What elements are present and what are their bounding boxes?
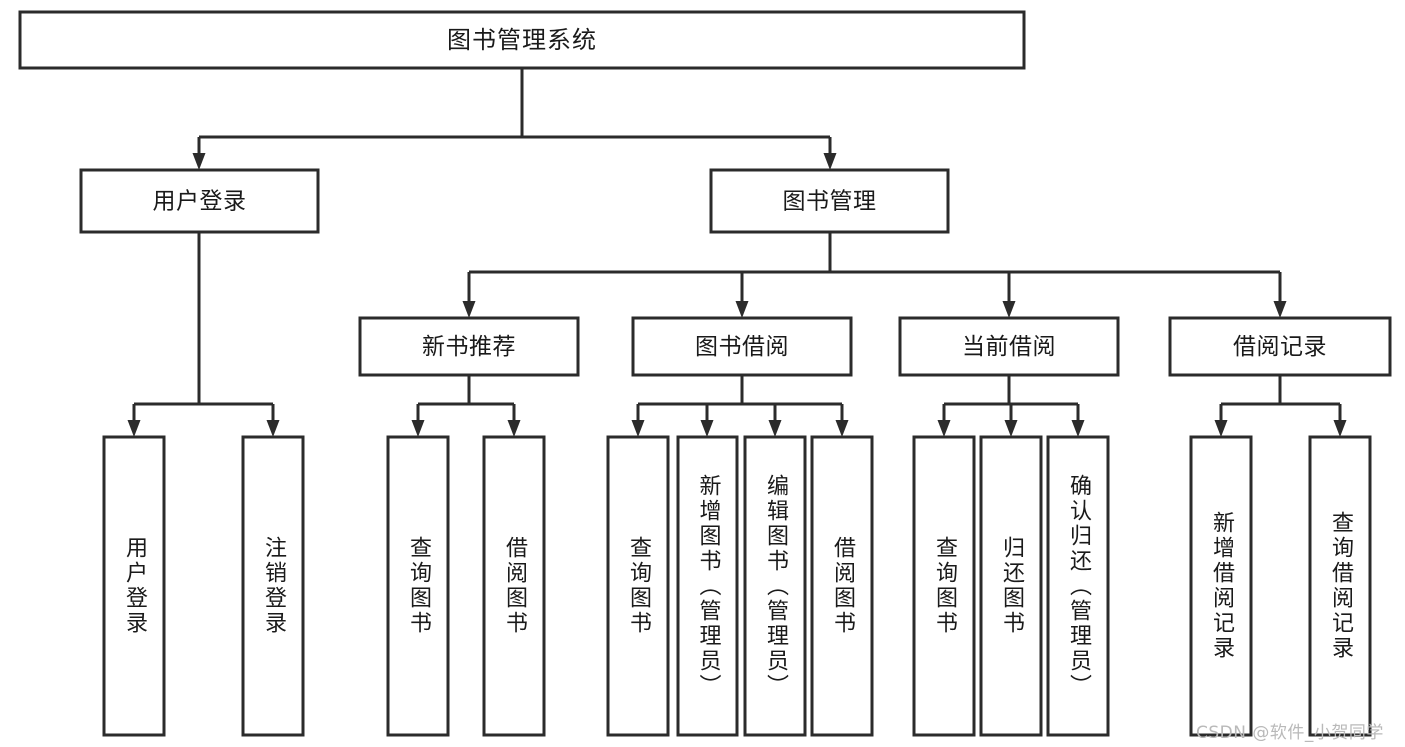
- node-book-manage-label: 图书管理: [783, 189, 877, 215]
- node-leaf-query-book-2-rect[interactable]: [606, 435, 670, 737]
- watermark-text: CSDN @软件_小贺同学: [1196, 723, 1384, 743]
- node-leaf-add-record-rect[interactable]: [1189, 435, 1253, 737]
- arrowhead-icon: [631, 420, 645, 437]
- node-root-system[interactable]: 图书管理系统: [18, 10, 1026, 70]
- node-leaf-user-login[interactable]: [102, 435, 166, 737]
- node-current-borrow-label: 当前借阅: [962, 334, 1056, 360]
- node-book-manage-rect[interactable]: [709, 168, 950, 234]
- node-user-login-label: 用户登录: [153, 189, 247, 215]
- node-current-borrow-rect[interactable]: [898, 316, 1120, 377]
- arrowhead-icon: [127, 420, 141, 437]
- arrowhead-icon: [507, 420, 521, 437]
- node-book-manage[interactable]: 图书管理: [709, 168, 950, 234]
- node-leaf-user-login-rect[interactable]: [102, 435, 166, 737]
- node-user-login-rect[interactable]: [79, 168, 320, 234]
- node-leaf-borrow-book-1-rect[interactable]: [482, 435, 546, 737]
- node-new-book-recommend-rect[interactable]: [358, 316, 580, 377]
- node-leaf-query-book-2[interactable]: [606, 435, 670, 737]
- arrowhead-icon: [411, 420, 425, 437]
- node-leaf-add-book[interactable]: [676, 435, 739, 737]
- arrowhead-icon: [1214, 420, 1228, 437]
- node-leaf-query-book-3-rect[interactable]: [912, 435, 976, 737]
- edge-edge-bb-l3: [768, 404, 782, 437]
- arrowhead-icon: [700, 420, 714, 437]
- arrowhead-icon: [937, 420, 951, 437]
- node-book-borrow-label: 图书借阅: [695, 334, 789, 360]
- node-leaf-query-book-1[interactable]: [386, 435, 450, 737]
- edge-edge-to-book-borrow: [735, 272, 749, 318]
- node-leaf-add-record[interactable]: [1189, 435, 1253, 737]
- arrowhead-icon: [1273, 301, 1287, 318]
- arrowhead-icon: [192, 153, 206, 170]
- arrowhead-icon: [1071, 420, 1085, 437]
- node-leaf-logout-rect[interactable]: [241, 435, 305, 737]
- node-leaf-return-book[interactable]: [979, 435, 1043, 737]
- edge-edge-br-l2: [1333, 404, 1347, 437]
- node-leaf-add-book-rect[interactable]: [676, 435, 739, 737]
- edge-edge-ul-leaf1: [127, 404, 141, 437]
- node-borrow-record-label: 借阅记录: [1233, 334, 1327, 360]
- edge-edge-bb-l2: [700, 404, 714, 437]
- node-current-borrow[interactable]: 当前借阅: [898, 316, 1120, 377]
- node-leaf-logout[interactable]: [241, 435, 305, 737]
- node-leaf-confirm-return-rect[interactable]: [1046, 435, 1110, 737]
- node-leaf-borrow-book-2-rect[interactable]: [810, 435, 874, 737]
- node-leaf-query-record[interactable]: [1308, 435, 1372, 737]
- edge-edge-to-user-login: [192, 137, 206, 170]
- edge-edge-cb-l1: [937, 404, 951, 437]
- edge-edge-nbr-l1: [411, 404, 425, 437]
- edge-edge-ul-leaf2: [266, 404, 280, 437]
- edge-edge-br-l1: [1214, 404, 1228, 437]
- node-leaf-borrow-book-2[interactable]: [810, 435, 874, 737]
- node-leaf-query-book-3[interactable]: [912, 435, 976, 737]
- node-borrow-record[interactable]: 借阅记录: [1168, 316, 1392, 377]
- arrowhead-icon: [835, 420, 849, 437]
- node-book-borrow[interactable]: 图书借阅: [631, 316, 853, 377]
- node-user-login[interactable]: 用户登录: [79, 168, 320, 234]
- arrowhead-icon: [823, 153, 837, 170]
- edge-edge-bb-l1: [631, 404, 645, 437]
- edge-edge-to-book-manage: [823, 137, 837, 170]
- node-new-book-recommend-label: 新书推荐: [422, 334, 516, 360]
- node-root-system-label: 图书管理系统: [447, 26, 597, 54]
- node-book-borrow-rect[interactable]: [631, 316, 853, 377]
- node-leaf-edit-book-rect[interactable]: [743, 435, 807, 737]
- edge-edge-to-borrow-record: [1273, 272, 1287, 318]
- node-new-book-recommend[interactable]: 新书推荐: [358, 316, 580, 377]
- arrowhead-icon: [266, 420, 280, 437]
- node-leaf-edit-book[interactable]: [743, 435, 807, 737]
- arrowhead-icon: [1002, 301, 1016, 318]
- edge-edge-to-current-borrow: [1002, 272, 1016, 318]
- arrowhead-icon: [735, 301, 749, 318]
- edge-edge-cb-l2: [1004, 404, 1018, 437]
- node-leaf-return-book-rect[interactable]: [979, 435, 1043, 737]
- arrowhead-icon: [462, 301, 476, 318]
- arrowhead-icon: [768, 420, 782, 437]
- arrowhead-icon: [1333, 420, 1347, 437]
- edge-edge-cb-l3: [1071, 404, 1085, 437]
- arrowhead-icon: [1004, 420, 1018, 437]
- edge-edge-bb-l4: [835, 404, 849, 437]
- node-leaf-borrow-book-1[interactable]: [482, 435, 546, 737]
- edge-edge-to-new-book: [462, 272, 476, 318]
- node-borrow-record-rect[interactable]: [1168, 316, 1392, 377]
- node-leaf-query-book-1-rect[interactable]: [386, 435, 450, 737]
- node-root-system-rect[interactable]: [18, 10, 1026, 70]
- edge-edge-nbr-l2: [507, 404, 521, 437]
- node-leaf-confirm-return[interactable]: [1046, 435, 1110, 737]
- node-leaf-query-record-rect[interactable]: [1308, 435, 1372, 737]
